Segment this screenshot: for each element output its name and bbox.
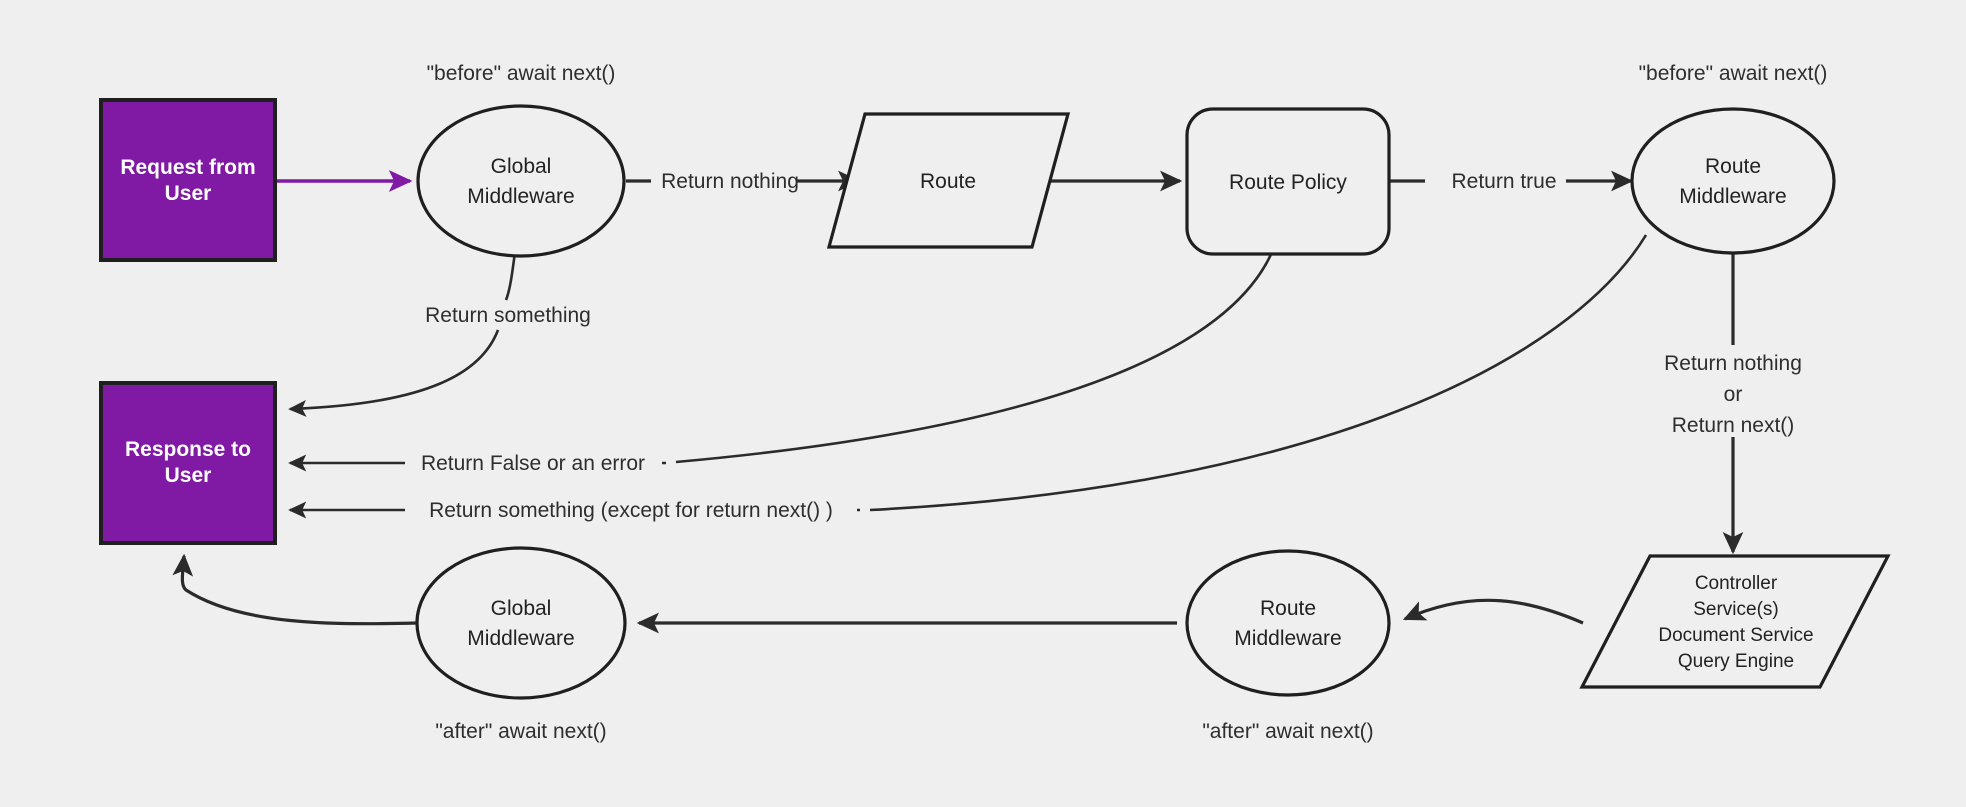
node-global-middleware-bottom[interactable]: Global Middleware bbox=[415, 546, 627, 700]
edge-label-return-nothing-line2: or bbox=[1724, 383, 1743, 406]
controller-label-line4: Query Engine bbox=[1678, 651, 1794, 672]
edge-label-return-something: Return something bbox=[425, 304, 591, 327]
edge-label-backdrop-return-something-except bbox=[405, 495, 857, 525]
controller-label-line2: Service(s) bbox=[1693, 599, 1779, 620]
edge-global-middleware-bottom-to-response bbox=[172, 553, 418, 626]
node-global-middleware-top[interactable]: Global Middleware bbox=[416, 104, 626, 258]
annotation-global-middleware-after: "after" await next() bbox=[435, 720, 606, 743]
edge-controller-to-route-middleware-bottom bbox=[1402, 598, 1584, 625]
edge-label-return-true: Return true bbox=[1451, 170, 1556, 193]
route-middleware-bottom-ellipse[interactable] bbox=[1185, 549, 1391, 697]
node-route-middleware-top[interactable]: Route Middleware bbox=[1630, 107, 1836, 255]
edge-global-middleware-to-response bbox=[288, 329, 500, 417]
annotation-route-middleware-after: "after" await next() bbox=[1202, 720, 1373, 743]
annotation-route-middleware-before: "before" await next() bbox=[1639, 62, 1828, 85]
node-response-to-user[interactable]: Response to User bbox=[99, 381, 277, 545]
controller-label-line3: Document Service bbox=[1658, 625, 1813, 646]
route-policy-rect[interactable] bbox=[1185, 107, 1391, 256]
node-controller-services[interactable]: Controller Service(s) Document Service Q… bbox=[1579, 554, 1891, 689]
route-policy-label: Route Policy bbox=[1229, 171, 1347, 194]
edge-label-backdrop-return-false bbox=[405, 448, 662, 478]
edge-label-return-something-except-next: Return something (except for return next… bbox=[429, 499, 833, 522]
request-box-label-line1: Request from bbox=[120, 156, 255, 179]
global-middleware-bottom-label-line1: Global bbox=[491, 597, 552, 620]
node-request-from-user[interactable]: Request from User bbox=[99, 98, 277, 262]
node-route[interactable]: Route bbox=[826, 112, 1071, 249]
node-route-policy[interactable]: Route Policy bbox=[1185, 107, 1391, 256]
controller-parallelogram[interactable] bbox=[1579, 554, 1891, 689]
route-middleware-top-ellipse[interactable] bbox=[1630, 107, 1836, 255]
route-middleware-bottom-label-line1: Route bbox=[1260, 597, 1316, 620]
route-middleware-bottom-label-line2: Middleware bbox=[1234, 627, 1341, 650]
edge-global-to-response-stub bbox=[504, 251, 517, 301]
global-middleware-top-label-line2: Middleware bbox=[467, 185, 574, 208]
edge-route-policy-to-response-curve bbox=[675, 231, 1281, 464]
global-middleware-top-label-line1: Global bbox=[491, 155, 552, 178]
edge-label-return-nothing-line1: Return nothing bbox=[1664, 352, 1802, 375]
response-box-label-line2: User bbox=[165, 464, 212, 487]
request-box-label-line2: User bbox=[165, 182, 212, 205]
annotation-global-middleware-before: "before" await next() bbox=[427, 62, 616, 85]
node-route-middleware-bottom[interactable]: Route Middleware bbox=[1185, 549, 1391, 697]
route-middleware-top-label-line1: Route bbox=[1705, 155, 1761, 178]
edge-route-middleware-to-response-curve bbox=[869, 234, 1648, 512]
route-parallelogram[interactable] bbox=[826, 112, 1071, 249]
controller-label-line1: Controller bbox=[1695, 573, 1778, 594]
edge-label-return-false-or-error: Return False or an error bbox=[421, 452, 645, 475]
response-box-label-line1: Response to bbox=[125, 438, 251, 461]
response-box-rect[interactable] bbox=[99, 381, 277, 545]
global-middleware-bottom-ellipse[interactable] bbox=[415, 546, 627, 700]
global-middleware-top-ellipse[interactable] bbox=[416, 104, 626, 258]
global-middleware-bottom-label-line2: Middleware bbox=[467, 627, 574, 650]
edge-label-return-nothing: Return nothing bbox=[661, 170, 799, 193]
route-label: Route bbox=[920, 170, 976, 193]
edge-label-return-nothing-line3: Return next() bbox=[1672, 414, 1795, 437]
request-box-rect[interactable] bbox=[99, 98, 277, 262]
route-middleware-top-label-line2: Middleware bbox=[1679, 185, 1786, 208]
